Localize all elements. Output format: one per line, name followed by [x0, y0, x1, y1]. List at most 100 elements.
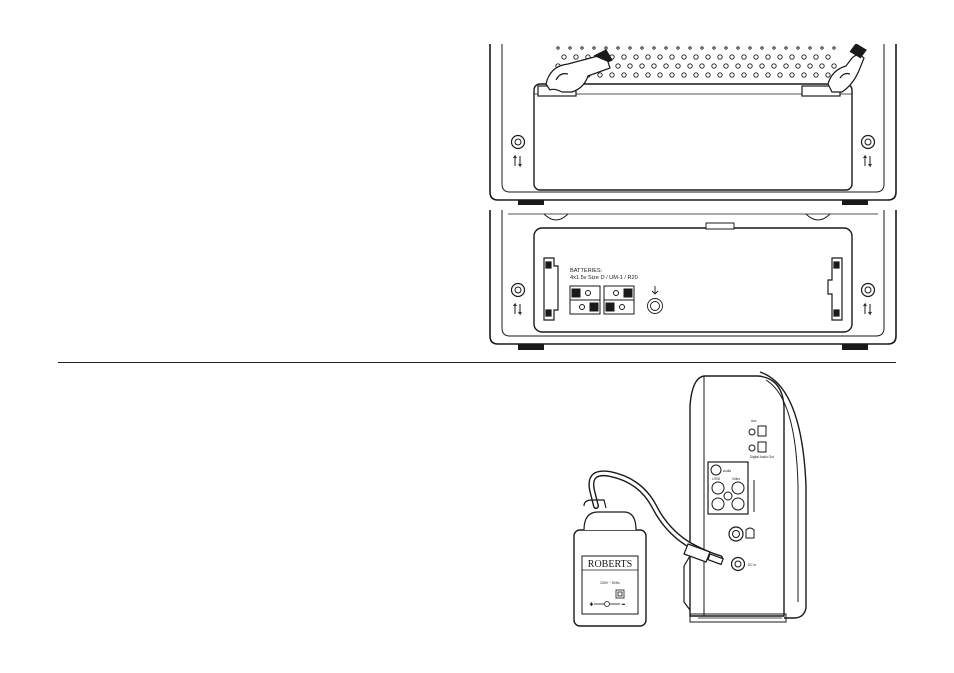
grille-dot: [831, 63, 837, 69]
grille-dot: [663, 63, 669, 69]
grille-dot: [687, 63, 693, 69]
grille-dot: [627, 63, 633, 69]
grille-dot: [735, 63, 741, 69]
grille-dot: [664, 46, 668, 50]
grille-dot: [717, 54, 723, 60]
side-knob-right: [860, 282, 876, 316]
grille-dot: [556, 46, 560, 50]
grille-dot: [681, 54, 687, 60]
grille-dot: [784, 46, 788, 50]
grille-dot: [604, 46, 608, 50]
cover-removal-illustration: [488, 44, 898, 206]
grille-dot: [729, 54, 735, 60]
grille-dot: [832, 46, 836, 50]
grille-dot: [741, 72, 747, 78]
grille-dot: [645, 72, 651, 78]
foot-right: [842, 200, 868, 205]
grille-dot: [753, 54, 759, 60]
grille-dot: [628, 46, 632, 50]
grille-dot: [573, 54, 579, 60]
battery-label-line2: 4x1.5v Size D / UM-1 / R20: [570, 275, 638, 281]
grille-dot: [621, 72, 627, 78]
grille-dot: [633, 72, 639, 78]
grille-dot: [759, 63, 765, 69]
grille-dot: [808, 46, 812, 50]
radio-back-with-cover-svg: [489, 44, 897, 205]
adaptor-and-radio-svg: Aux Digital Audio Out Audio L/R/D Video …: [573, 371, 807, 627]
grille-dot: [669, 72, 675, 78]
foot-right: [842, 344, 868, 350]
grille-dot: [801, 54, 807, 60]
jack-label-lrd: L/R/D: [712, 477, 721, 481]
grille-dot: [765, 72, 771, 78]
grille-dot: [753, 72, 759, 78]
hand-icon-right: [827, 44, 867, 93]
battery-label-line1: BATTERIES:: [570, 268, 603, 274]
battery-contact-right: [827, 257, 843, 321]
grille-dot: [724, 46, 728, 50]
grille-dot: [747, 63, 753, 69]
grille-dot: [561, 54, 567, 60]
adaptor-brand-logo: ROBERTS: [588, 559, 632, 570]
hand-icon-left: [545, 49, 613, 93]
grille-dot: [729, 72, 735, 78]
compartment-latch: [705, 222, 735, 230]
grille-dot: [705, 54, 711, 60]
grille-dot: [705, 72, 711, 78]
dc-plug: [683, 543, 724, 566]
grille-dot: [699, 63, 705, 69]
speaker-grille: [555, 46, 837, 78]
grille-dot: [657, 72, 663, 78]
jack-label-video: Video: [732, 477, 740, 481]
grille-dot: [700, 46, 704, 50]
grille-dot: [568, 46, 572, 50]
svg-text:−: −: [622, 602, 625, 608]
grille-dot: [657, 54, 663, 60]
grille-dot: [777, 72, 783, 78]
section-divider: [58, 362, 896, 363]
grille-dot: [819, 63, 825, 69]
grille-dot: [633, 54, 639, 60]
mains-adaptor-illustration: Aux Digital Audio Out Audio L/R/D Video …: [570, 366, 830, 628]
jack-label-aux: Aux: [751, 419, 757, 423]
grille-dot: [789, 72, 795, 78]
grille-dot: [783, 63, 789, 69]
grille-dot: [639, 63, 645, 69]
grille-dot: [615, 63, 621, 69]
grille-dot: [813, 72, 819, 78]
grille-dot: [688, 46, 692, 50]
grille-dot: [723, 63, 729, 69]
radio-side-profile: [683, 371, 807, 623]
grille-dot: [693, 72, 699, 78]
grille-dot: [651, 63, 657, 69]
side-knob-right: [860, 134, 876, 168]
grille-dot: [825, 72, 831, 78]
grille-dot: [580, 46, 584, 50]
battery-contact-left: [543, 257, 559, 321]
grille-dot: [772, 46, 776, 50]
grille-dot: [777, 54, 783, 60]
grille-dot: [693, 54, 699, 60]
grille-dot: [616, 46, 620, 50]
grille-dot: [597, 72, 603, 78]
grille-dot: [676, 46, 680, 50]
screw-icon: [647, 286, 663, 314]
grille-dot: [669, 54, 675, 60]
side-knob-left: [510, 134, 526, 168]
svg-text:+: +: [590, 602, 593, 608]
grille-dot: [711, 63, 717, 69]
grille-dot: [645, 54, 651, 60]
grille-dot: [795, 63, 801, 69]
grille-dot: [717, 72, 723, 78]
jack-label-dc-in: DC In: [748, 563, 756, 567]
grille-dot: [748, 46, 752, 50]
grille-dot: [640, 46, 644, 50]
battery-compartment-illustration: BATTERIES: 4x1.5v Size D / UM-1 / R20: [488, 210, 898, 354]
grille-dot: [652, 46, 656, 50]
grille-dot: [820, 46, 824, 50]
grille-dot: [807, 63, 813, 69]
grille-dot: [675, 63, 681, 69]
grille-dot: [736, 46, 740, 50]
jack-label-audio: Audio: [723, 469, 731, 473]
grille-dot: [771, 63, 777, 69]
